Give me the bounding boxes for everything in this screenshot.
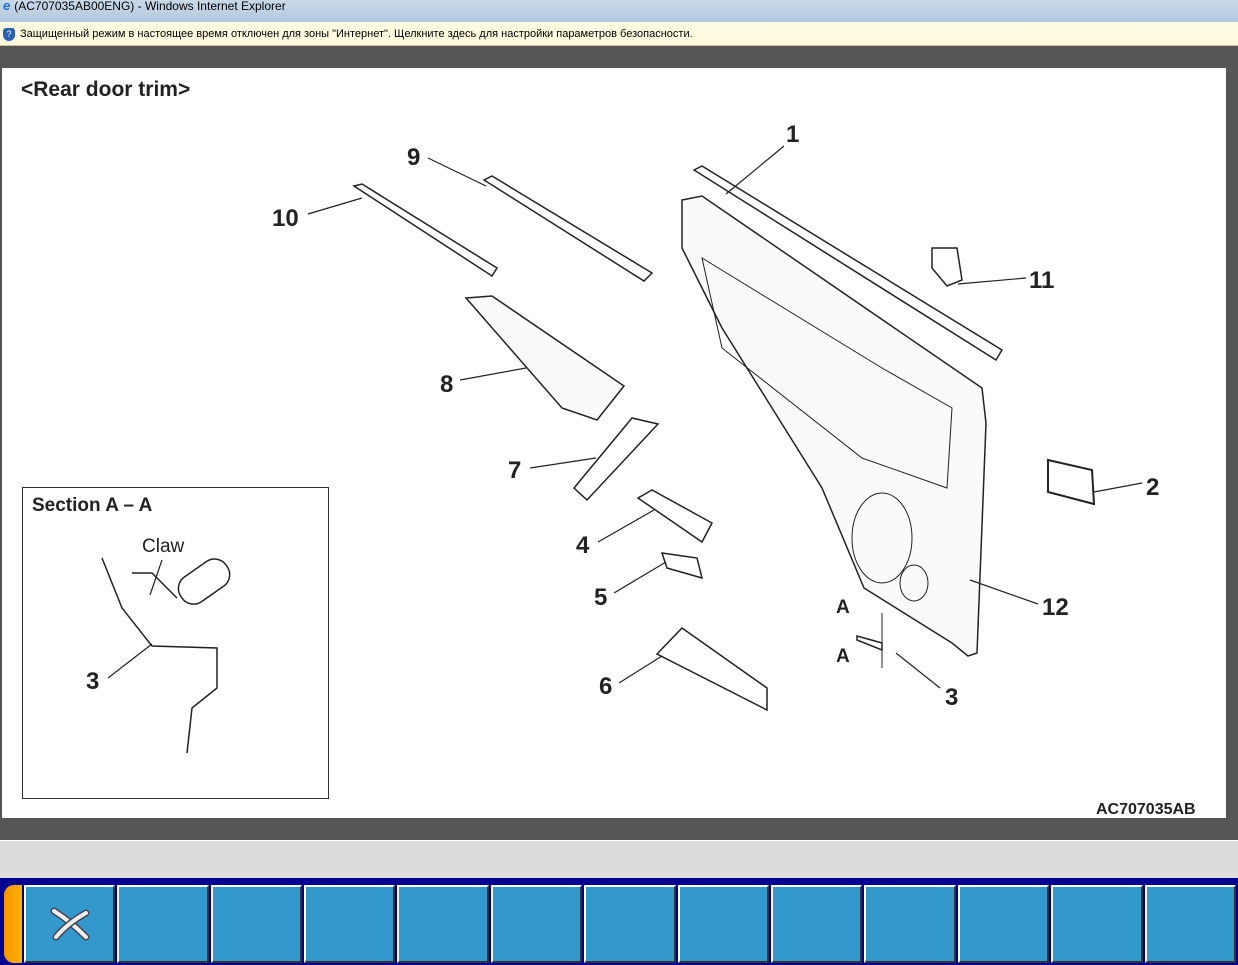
claw-label: Claw xyxy=(142,536,185,557)
ie-logo-icon: e xyxy=(3,0,11,13)
window-title: (AC707035AB00ENG) - Windows Internet Exp… xyxy=(14,0,286,13)
callout-1: 1 xyxy=(786,121,800,148)
callout-12: 12 xyxy=(1042,594,1069,621)
callout-6: 6 xyxy=(599,673,613,700)
callout-4: 4 xyxy=(576,532,590,559)
callout-11: 11 xyxy=(1029,267,1055,294)
diagram-code: AC707035AB xyxy=(1096,801,1196,818)
section-marker-a-bottom: A xyxy=(836,646,850,667)
door-trim-panel-part xyxy=(681,195,987,657)
toolbar-button-7[interactable] xyxy=(584,885,676,963)
toolbar-grip xyxy=(4,885,22,963)
toolbar-button-8[interactable] xyxy=(677,885,769,963)
diagram-panel: <Rear door trim> 1 2 3 4 5 6 7 8 9 10 11… xyxy=(2,68,1226,818)
security-info-bar[interactable]: ? Защищенный режим в настоящее время откл… xyxy=(0,22,1238,46)
toolbar-button-3[interactable] xyxy=(210,885,303,963)
diagram-title: <Rear door trim> xyxy=(21,78,191,101)
callout-2: 2 xyxy=(1146,474,1160,501)
close-x-icon xyxy=(50,907,90,941)
toolbar-button-10[interactable] xyxy=(864,885,956,963)
section-marker-a-top: A xyxy=(836,597,850,618)
callout-8: 8 xyxy=(440,371,454,398)
toolbar-button-5[interactable] xyxy=(397,885,489,963)
callout-5: 5 xyxy=(594,584,608,611)
toolbar-button-9[interactable] xyxy=(771,885,863,963)
callout-3: 3 xyxy=(945,684,959,711)
callout-9: 9 xyxy=(407,144,421,171)
toolbar-button-11[interactable] xyxy=(957,885,1050,963)
toolbar-button-13[interactable] xyxy=(1144,885,1236,963)
callout-7: 7 xyxy=(508,457,522,484)
toolbar-button-2[interactable] xyxy=(117,885,209,963)
window-title-bar: e(AC707035AB00ENG) - Windows Internet Ex… xyxy=(0,0,1238,22)
section-title: Section A – A xyxy=(32,495,153,516)
info-bar-text[interactable]: Защищенный режим в настоящее время отклю… xyxy=(20,28,693,40)
toolbar-button-12[interactable] xyxy=(1051,885,1143,963)
section-a-a-inset: Section A – A Claw 3 xyxy=(22,487,329,799)
weatherstrip-part xyxy=(692,165,1004,362)
bottom-toolbar xyxy=(0,878,1238,965)
status-strip xyxy=(0,840,1238,878)
toolbar-button-6[interactable] xyxy=(490,885,583,963)
section-callout-3: 3 xyxy=(86,668,100,695)
shield-icon: ? xyxy=(3,27,15,41)
close-button[interactable] xyxy=(23,885,116,963)
parts-diagram xyxy=(101,145,1143,754)
callout-10: 10 xyxy=(272,205,299,232)
toolbar-button-4[interactable] xyxy=(304,885,396,963)
